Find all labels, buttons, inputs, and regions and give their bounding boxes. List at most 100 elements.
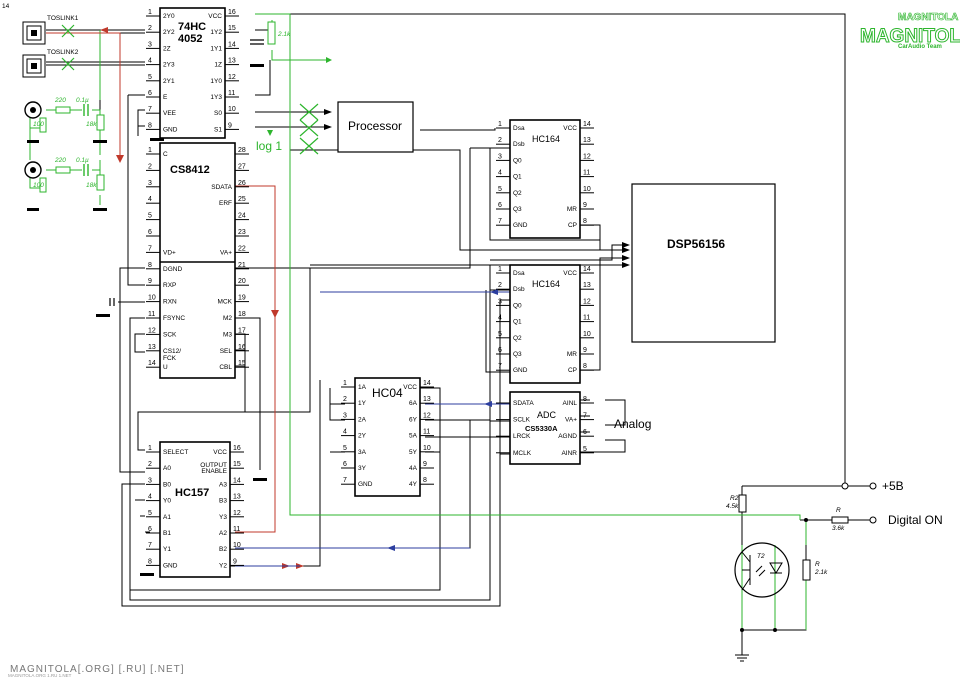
cs8412-pin-number: 24 (238, 213, 246, 220)
plus5-label: +5B (882, 479, 904, 493)
hc04-pin-number: 12 (423, 412, 431, 419)
mux-pin-label: 1Z (214, 62, 222, 69)
hc157-pin-number: 12 (233, 510, 241, 517)
svg-text:0.1µ: 0.1µ (76, 97, 89, 104)
cs8412-pin-number: 16 (238, 344, 246, 351)
hc04-pin-number: 5 (343, 445, 347, 452)
mux-pin-label: 2Y0 (163, 13, 175, 20)
hc164a-pin-label: Q2 (513, 190, 522, 197)
hc157-pin-number: 10 (233, 542, 241, 549)
hc164a-name: HC164 (532, 134, 560, 144)
svg-text:100: 100 (33, 121, 44, 128)
svg-text:3.6k: 3.6k (832, 525, 845, 532)
hc157-pin-number: 1 (148, 445, 152, 452)
hc157-pin-label: Y1 (163, 546, 171, 553)
hc164a-pin-number: 12 (583, 153, 591, 160)
hc164a-pin-label: Q1 (513, 174, 522, 181)
mux-pin-number: 15 (228, 25, 236, 32)
mux-pin-number: 2 (148, 25, 152, 32)
hc157-pin-label: GND (163, 562, 178, 569)
hc164b-pin-number: 13 (583, 282, 591, 289)
cs8412-pin-label: SEL (220, 348, 233, 355)
hc157-pin-label: B2 (219, 546, 227, 553)
hc04-name: HC04 (372, 386, 403, 400)
svg-text:220: 220 (54, 97, 66, 104)
hc157-pin-label: A2 (219, 530, 227, 537)
hc157-pin-number: 9 (233, 558, 237, 565)
log1-label: log 1 (256, 139, 282, 153)
processor-label: Processor (348, 119, 402, 133)
cs8412-pin-number: 13 (148, 344, 156, 351)
hc157-pin-label: B0 (163, 481, 171, 488)
hc164b-pin-number: 11 (583, 315, 590, 322)
cs8412-pin-label: VD+ (163, 249, 176, 256)
cs8412-pin-label: M3 (223, 331, 232, 338)
cs8412-pin-number: 21 (238, 262, 246, 269)
hc04-pin-label: 4Y (409, 481, 418, 488)
hc157-pin-label: B1 (163, 530, 171, 537)
svg-text:MAGNITOLA: MAGNITOLA (898, 12, 958, 23)
mux-pin-number: 13 (228, 58, 236, 65)
footer-text: MAGNITOLA[.ORG] [.RU] [.NET] (10, 664, 185, 675)
hc164b-pin-label: VCC (563, 270, 577, 277)
mux-pin-number: 5 (148, 74, 152, 81)
hc04-pin-label: 1A (358, 384, 367, 391)
chip-hc04: HC04 11A21Y32A42Y53A63Y7GND14VCC136A126Y… (341, 377, 434, 497)
toslink2-connector: TOSLINK2 (22, 49, 79, 78)
svg-text:18k: 18k (86, 121, 97, 128)
mux-pin-number: 11 (228, 90, 235, 97)
hc164b-pin-number: 7 (498, 363, 502, 370)
hc164b-pin-number: 6 (498, 347, 502, 354)
mux-pin-number: 1 (148, 9, 152, 16)
mux-pin-label: S1 (214, 126, 222, 133)
toslink1-connector: TOSLINK1 (22, 15, 79, 45)
cs8412-pin-number: 15 (238, 360, 246, 367)
hc157-pin-label: B3 (219, 498, 227, 505)
hc164a-pin-number: 7 (498, 218, 502, 225)
hc164a-pin-label: Dsb (513, 141, 525, 148)
mux-pin-label: 1Y3 (210, 94, 222, 101)
mux-pin-number: 9 (228, 122, 232, 129)
hc04-pin-label: 1Y (358, 400, 367, 407)
adc-name2: CS5330A (525, 424, 558, 433)
coax-input-1: 100 220 0.1µ 18k (24, 97, 107, 143)
toslink2-label: TOSLINK2 (47, 49, 79, 56)
hc04-pin-number: 9 (423, 461, 427, 468)
mux-pin-number: 3 (148, 41, 152, 48)
cs8412-pin-number: 9 (148, 278, 152, 285)
svg-text:T2: T2 (757, 553, 765, 560)
hc04-pin-label: 2A (358, 416, 367, 423)
hc157-pin-label: SELECT (163, 449, 188, 456)
mux-pin-number: 12 (228, 74, 236, 81)
cs8412-name: CS8412 (170, 164, 210, 176)
hc164b-pin-number: 8 (583, 363, 587, 370)
blue-wires (235, 291, 510, 567)
cs8412-pin-label: FCK (163, 355, 177, 362)
hc04-pin-label: GND (358, 481, 373, 488)
hc164b-pin-number: 3 (498, 298, 502, 305)
cs8412-pin-label: CBL (219, 364, 232, 371)
hc164b-pin-label: CP (568, 367, 577, 374)
cs8412-pin-number: 26 (238, 180, 246, 187)
mux-name1: 74HC (178, 21, 206, 33)
hc164a-pin-number: 6 (498, 202, 502, 209)
mux-pin-label: 1Y0 (210, 78, 222, 85)
logo-sub: CarAudio Team (898, 44, 942, 50)
hc157-pin-number: 11 (233, 526, 240, 533)
mux-pin-number: 14 (228, 41, 236, 48)
hc157-pin-number: 7 (148, 542, 152, 549)
cs8412-pin-number: 3 (148, 180, 152, 187)
hc157-pin-label: A1 (163, 514, 171, 521)
cs8412-pin-number: 5 (148, 213, 152, 220)
adc-pin-number: 5 (583, 446, 587, 453)
hc164a-pin-number: 9 (583, 202, 587, 209)
chip-hc164-bottom: HC164 1Dsa2Dsb3Q04Q15Q26Q37GND14VCC13121… (496, 264, 594, 384)
svg-text:R: R (836, 507, 841, 514)
hc164a-pin-label: Dsa (513, 125, 525, 132)
hc04-pin-label: 2Y (358, 433, 367, 440)
mux-pin-label: VCC (208, 13, 222, 20)
cs8412-pin-number: 23 (238, 229, 246, 236)
hc164a-pin-label: MR (567, 206, 577, 213)
cs8412-pin-label: C (163, 151, 168, 158)
hc157-pin-label: A0 (163, 465, 171, 472)
